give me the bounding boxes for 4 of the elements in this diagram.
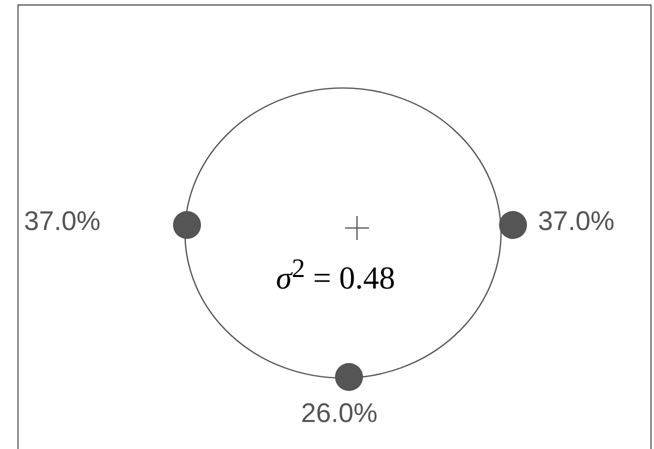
percentage-label: 37.0% — [24, 208, 101, 235]
percentage-label: 26.0% — [301, 400, 378, 427]
variance-formula: σ$^{2}$ = 0.48 — [276, 255, 396, 294]
percentage-label: 37.0% — [538, 208, 615, 235]
